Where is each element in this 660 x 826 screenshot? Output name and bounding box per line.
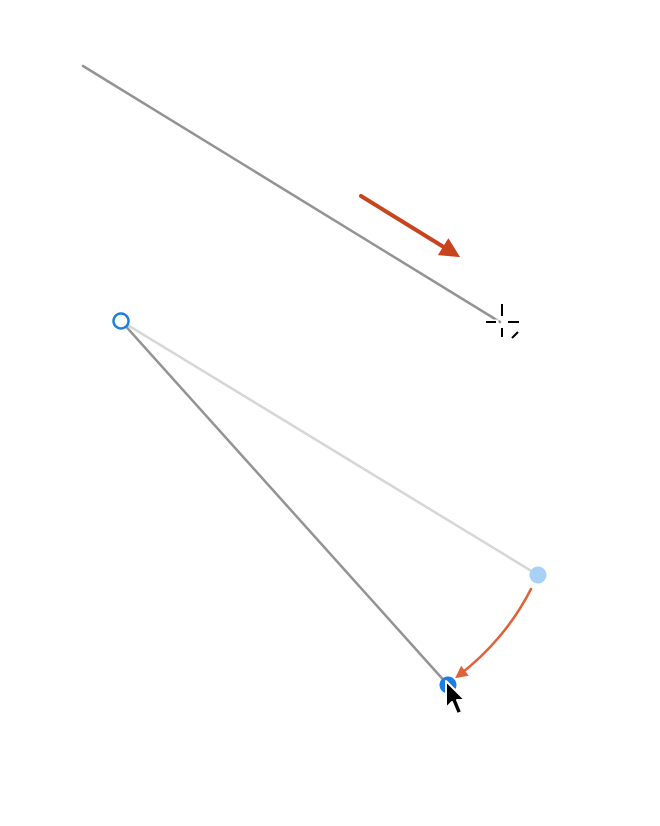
- crosshair-cursor-icon[interactable]: [482, 300, 523, 343]
- drawn-line: [81, 64, 502, 324]
- hollow-anchor-handle-icon[interactable]: [112, 312, 130, 330]
- active-line: [119, 319, 450, 687]
- ghost-line: [119, 319, 540, 577]
- drag-direction-arrow-icon: [359, 194, 461, 258]
- top-panel: [81, 64, 523, 343]
- bottom-panel: [112, 312, 547, 715]
- pointer-cursor-icon: [445, 680, 466, 715]
- move-curve-arrow-icon: [455, 587, 533, 679]
- ghost-endpoint-handle-icon: [529, 566, 547, 584]
